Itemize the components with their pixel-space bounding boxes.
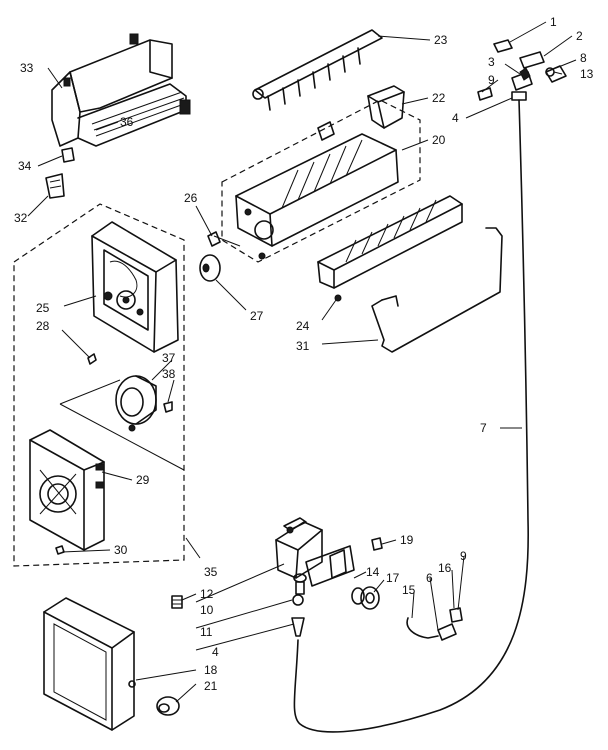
ice-ejector <box>252 29 383 111</box>
callout-37: 37 <box>162 351 176 365</box>
inlet-tube <box>406 617 457 641</box>
outlet-fitting <box>291 617 305 637</box>
shutoff-arm-clip <box>61 147 75 163</box>
callout-6: 6 <box>426 571 433 585</box>
ice-stripper <box>317 195 463 302</box>
fill-cup <box>367 85 405 129</box>
callout-25: 25 <box>36 301 50 315</box>
callout-31: 31 <box>296 339 310 353</box>
mounting-bracket <box>51 33 191 147</box>
callout-26: 26 <box>184 191 198 205</box>
callout-19: 19 <box>400 533 414 547</box>
callout-17: 17 <box>386 571 400 585</box>
control-assembly-outline <box>13 203 185 567</box>
fill-tube <box>293 99 529 733</box>
callout-20: 20 <box>432 133 446 147</box>
callout-34: 34 <box>18 159 32 173</box>
callout-7: 7 <box>480 421 487 435</box>
callout-4: 4 <box>452 111 459 125</box>
inlet-fitting <box>360 586 380 610</box>
callout-14: 14 <box>366 565 380 579</box>
callout-9b: 9 <box>460 549 467 563</box>
callout-2: 2 <box>576 29 583 43</box>
inlet-gasket <box>351 587 365 605</box>
cover-knob <box>156 696 180 716</box>
module-screw <box>55 545 65 555</box>
front-cover <box>43 597 136 731</box>
callout-21: 21 <box>204 679 218 693</box>
callout-38: 38 <box>162 367 176 381</box>
callout-33: 33 <box>20 61 34 75</box>
outlet-ferrule <box>292 594 304 606</box>
callout-27: 27 <box>250 309 264 323</box>
control-housing <box>91 221 179 353</box>
callout-23: 23 <box>434 33 448 47</box>
callout-labels: 1 2 3 8 9 13 4 23 22 20 33 36 34 32 26 2… <box>14 15 594 693</box>
housing-screw <box>87 353 97 365</box>
callout-24: 24 <box>296 319 310 333</box>
ice-mold <box>221 99 421 263</box>
callout-15: 15 <box>402 583 416 597</box>
shutoff-arm <box>371 227 503 353</box>
callout-32: 32 <box>14 211 28 225</box>
water-valve <box>275 517 355 595</box>
callout-36: 36 <box>120 115 134 129</box>
fill-tube-fittings <box>477 39 567 101</box>
callout-8: 8 <box>580 51 587 65</box>
drive-motor <box>115 375 157 432</box>
motor-screw <box>163 401 173 413</box>
callout-22: 22 <box>432 91 446 105</box>
valve-screw <box>371 537 383 551</box>
callout-12: 12 <box>200 587 214 601</box>
callout-29: 29 <box>136 473 150 487</box>
shutoff-arm-bushing <box>45 173 65 199</box>
callout-11: 11 <box>200 625 213 639</box>
mold-heater-connector <box>199 254 221 282</box>
callout-9: 9 <box>488 73 495 87</box>
callout-1: 1 <box>550 15 557 29</box>
callout-18: 18 <box>204 663 218 677</box>
callout-16: 16 <box>438 561 452 575</box>
callout-10: 10 <box>200 603 214 617</box>
callout-35: 35 <box>204 565 218 579</box>
callout-28: 28 <box>36 319 50 333</box>
leader-lines <box>27 21 577 703</box>
control-module <box>29 429 105 551</box>
callout-3: 3 <box>488 55 495 69</box>
callout-13: 13 <box>580 67 594 81</box>
callout-30: 30 <box>114 543 128 557</box>
thermostat <box>207 231 241 247</box>
valve-bracket-screw <box>171 595 183 609</box>
compression-nut <box>449 607 463 623</box>
callout-4b: 4 <box>212 645 219 659</box>
